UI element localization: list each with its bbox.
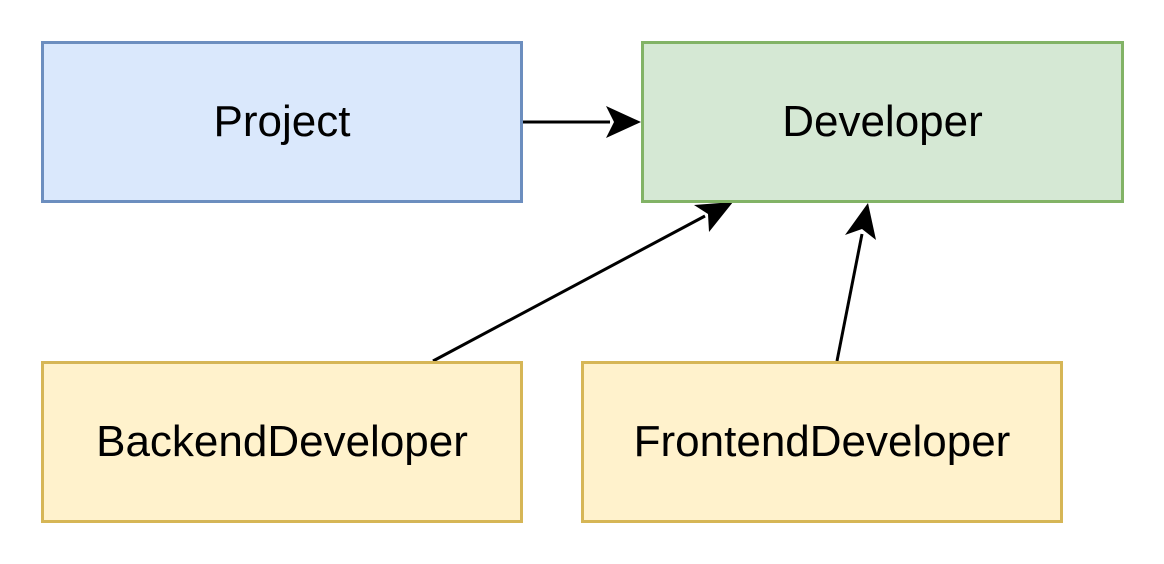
node-backend-developer[interactable]: BackendDeveloper <box>41 361 523 523</box>
node-project[interactable]: Project <box>41 41 523 203</box>
node-frontend-developer-label: FrontendDeveloper <box>633 417 1011 466</box>
arrowhead-icon <box>606 106 641 138</box>
arrowhead-icon <box>694 202 733 232</box>
edge-backend-to-developer <box>432 202 733 363</box>
node-backend-developer-label: BackendDeveloper <box>96 417 468 466</box>
node-frontend-developer[interactable]: FrontendDeveloper <box>581 361 1063 523</box>
node-developer-label: Developer <box>782 97 983 146</box>
node-project-label: Project <box>213 97 351 146</box>
node-developer[interactable]: Developer <box>641 41 1124 203</box>
edge-frontend-to-developer <box>835 203 876 362</box>
edge-project-to-developer <box>523 106 641 138</box>
arrowhead-icon <box>845 203 876 240</box>
